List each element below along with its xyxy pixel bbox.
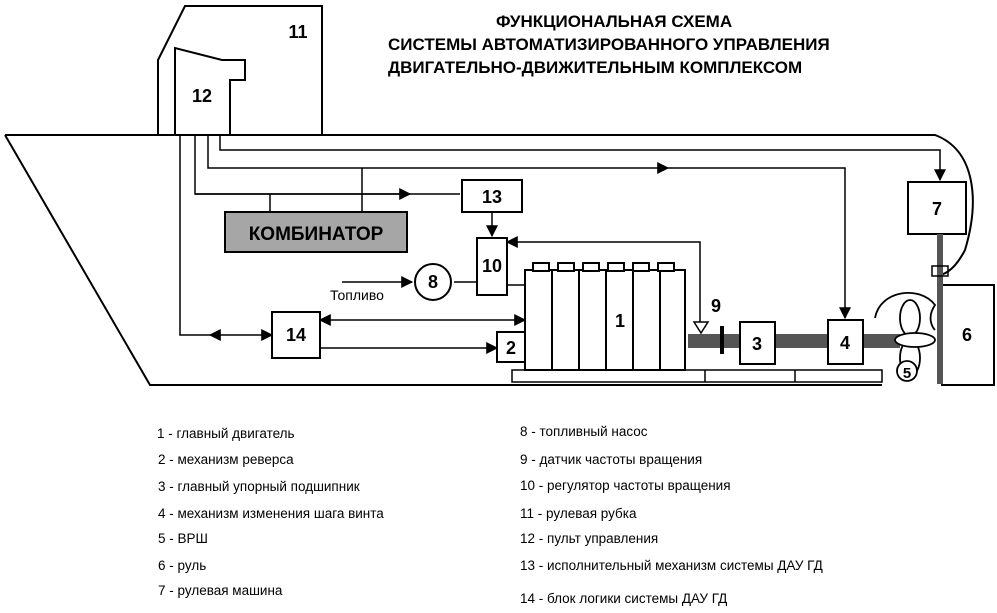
legend-left-2: 2 - механизм реверса	[158, 452, 294, 467]
label-1: 1	[615, 311, 625, 331]
legend-right-1: 8 - топливный насос	[520, 424, 648, 439]
label-10: 10	[482, 256, 502, 276]
title-line-1: ФУНКЦИОНАЛЬНАЯ СХЕМА	[496, 12, 733, 31]
legend-left-1: 1 - главный двигатель	[157, 426, 295, 441]
label-9: 9	[711, 296, 721, 316]
propeller-shaft	[688, 334, 900, 348]
fuel-label: Топливо	[330, 287, 384, 303]
hull-outline	[4, 134, 974, 386]
legend-left-5: 5 - ВРШ	[158, 531, 208, 546]
propeller	[874, 291, 937, 382]
label-14: 14	[286, 325, 306, 345]
legend-left-3: 3 - главный упорный подшипник	[158, 479, 360, 494]
legend-left-6: 6 - руль	[158, 558, 207, 573]
label-6: 6	[962, 325, 972, 345]
legend-right-2: 9 - датчик частоты вращения	[520, 452, 703, 467]
legend-left-7: 7 - рулевая машина	[158, 583, 283, 598]
label-4: 4	[840, 333, 850, 353]
label-3: 3	[752, 334, 762, 354]
wheelhouse-outline	[157, 5, 323, 135]
box-7	[907, 181, 967, 235]
combinator-label: КОМБИНАТОР	[249, 224, 384, 245]
label-12: 12	[192, 86, 212, 106]
box-4	[827, 319, 864, 365]
legend-right-4: 11 - рулевая рубка	[520, 506, 637, 521]
legend-right-3: 10 - регулятор частоты вращения	[520, 478, 731, 493]
label-5: 5	[903, 365, 911, 382]
legend-right-6: 13 - исполнительный механизм системы ДАУ…	[520, 558, 823, 573]
speed-sensor	[692, 321, 710, 335]
title-line-2: СИСТЕМЫ АВТОМАТИЗИРОВАННОГО УПРАВЛЕНИЯ	[388, 35, 830, 54]
legend-right-5: 12 - пульт управления	[520, 531, 659, 546]
combinator-box	[224, 211, 408, 253]
label-7: 7	[932, 199, 942, 219]
fuel-pump	[414, 263, 452, 301]
box-13	[461, 179, 523, 213]
legend-right-7: 14 - блок логики системы ДАУ ГД	[520, 591, 728, 606]
title-line-3: ДВИГАТЕЛЬНО-ДВИЖИТЕЛЬНЫМ КОМПЛЕКСОМ	[388, 58, 803, 77]
box-14	[271, 311, 321, 359]
label-11: 11	[288, 22, 307, 42]
control-console-outline	[174, 46, 246, 135]
label-8: 8	[428, 272, 438, 292]
box-6	[941, 284, 995, 386]
label-2: 2	[506, 338, 516, 358]
label-13: 13	[482, 187, 502, 207]
box-10	[476, 237, 508, 296]
rudder-stock	[937, 234, 943, 384]
box-3	[739, 321, 776, 365]
legend-left-4: 4 - механизм изменения шага винта	[158, 506, 384, 521]
